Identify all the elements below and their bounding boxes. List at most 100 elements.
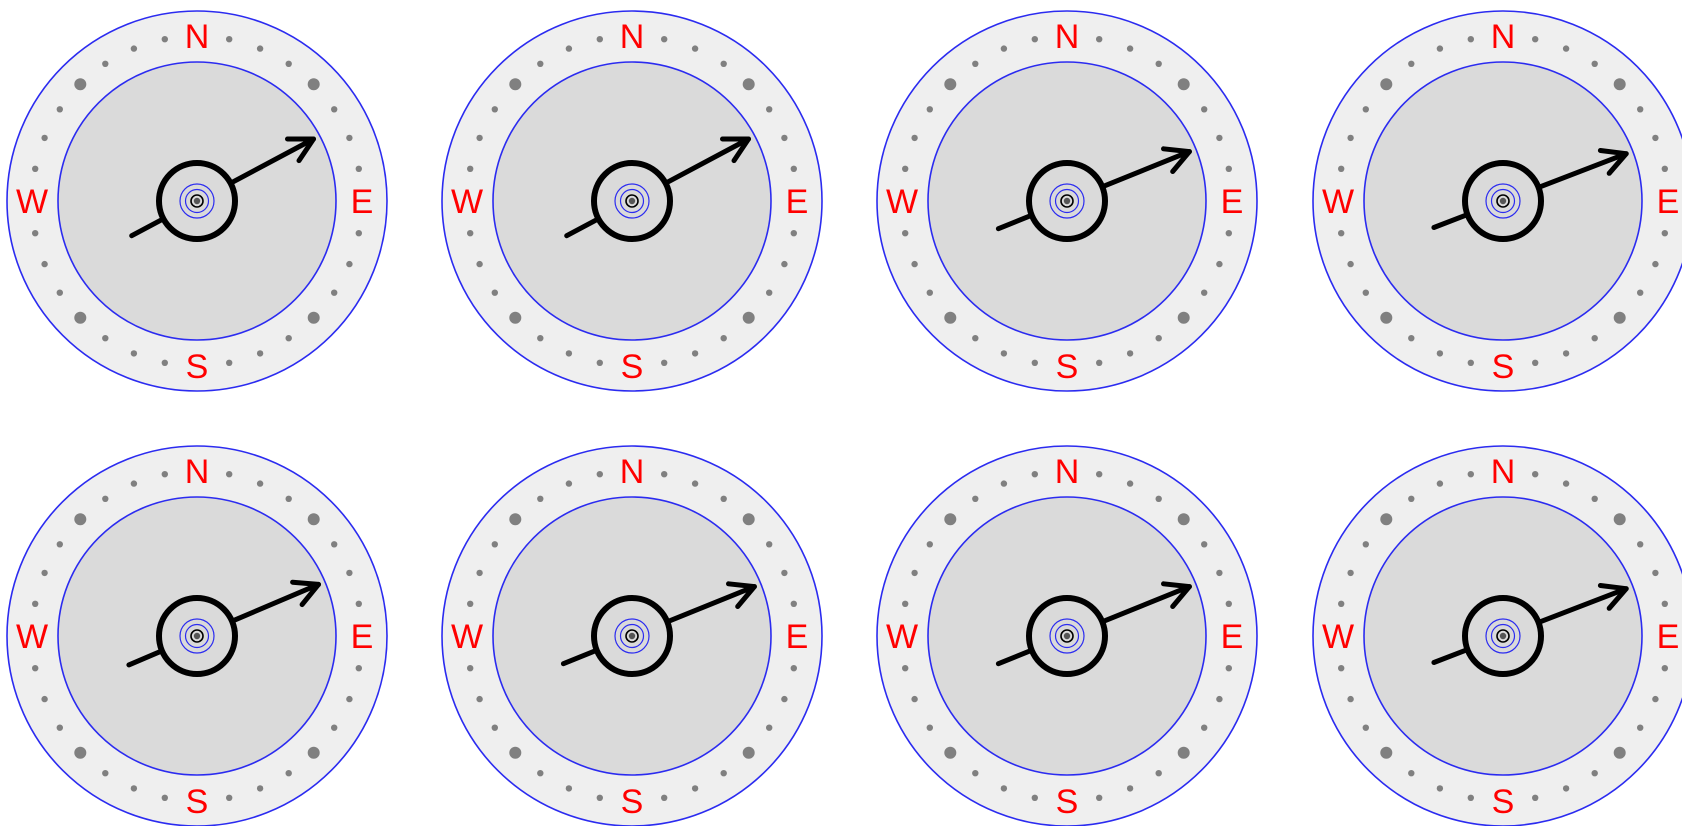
tick-dot: [1126, 350, 1134, 357]
cardinal-label-west: W: [1322, 618, 1354, 656]
tick-dot: [256, 45, 264, 52]
needle-tail: [995, 647, 1035, 667]
intercardinal-tick-dot: [509, 746, 522, 759]
tick-dot: [285, 495, 292, 502]
tick-dot: [926, 289, 933, 296]
tick-dot: [1201, 106, 1208, 113]
intercardinal-tick-dot: [509, 78, 522, 91]
tick-dot: [1000, 785, 1008, 792]
tick-dot: [1362, 106, 1370, 113]
pivot-ring-inner: [1490, 188, 1516, 214]
intercardinal-tick-dot: [1613, 513, 1626, 526]
tick-dot: [467, 600, 474, 607]
tick-dot: [1096, 471, 1103, 478]
tick-dot: [691, 480, 699, 487]
needle-front: [228, 136, 316, 186]
tick-dot: [355, 600, 362, 607]
pivot-ring-outer: [1049, 183, 1085, 219]
tick-dot: [346, 569, 353, 577]
tick-dot: [1467, 471, 1475, 478]
cardinal-label-south: S: [1492, 348, 1515, 386]
cardinal-label-east: E: [351, 183, 374, 221]
tick-dot: [1216, 569, 1223, 577]
cardinal-label-south: S: [621, 783, 644, 821]
tick-dot: [596, 471, 603, 478]
tick-dot: [1201, 724, 1208, 731]
tick-dot: [102, 495, 109, 502]
cardinal-label-south: S: [1056, 783, 1079, 821]
tick-dot: [781, 569, 788, 577]
needle-front: [664, 584, 757, 625]
tick-dot: [1467, 794, 1475, 801]
tick-dot: [1562, 480, 1570, 487]
tick-dot: [1338, 230, 1345, 237]
cardinal-label-east: E: [1657, 183, 1680, 221]
tick-dot: [926, 106, 933, 113]
cardinal-label-north: N: [620, 453, 645, 491]
intercardinal-tick-dot: [74, 746, 87, 759]
tick-dot: [41, 695, 48, 703]
tick-dot: [1532, 471, 1539, 478]
tick-dot: [691, 350, 699, 357]
tick-dot: [1126, 45, 1134, 52]
needle-front: [1536, 151, 1629, 190]
tick-dot: [56, 289, 63, 296]
cardinal-label-east: E: [786, 618, 809, 656]
tick-dot: [766, 106, 773, 113]
tick-dot: [720, 335, 727, 342]
cardinal-label-south: S: [186, 348, 209, 386]
tick-dot: [1652, 569, 1659, 577]
tick-dot: [102, 770, 109, 777]
tick-dot: [926, 541, 933, 548]
tick-dot: [1347, 569, 1354, 577]
tick-dot: [790, 230, 797, 237]
intercardinal-tick-dot: [1613, 78, 1626, 91]
pivot-bearing: [1496, 629, 1510, 643]
needle-tail: [564, 216, 601, 239]
tick-dot: [1096, 359, 1103, 366]
tick-dot: [720, 770, 727, 777]
tick-dot: [661, 794, 668, 801]
tick-dot: [661, 359, 668, 366]
pivot-bearing: [1060, 194, 1074, 208]
needle-tail: [1431, 647, 1470, 665]
tick-dot: [1562, 785, 1570, 792]
tick-dot: [1652, 695, 1659, 703]
pivot-ring-inner: [619, 623, 645, 649]
tick-dot: [565, 350, 573, 357]
tick-dot: [1000, 45, 1008, 52]
cardinal-label-north: N: [185, 18, 210, 56]
tick-dot: [1362, 724, 1370, 731]
tick-dot: [102, 335, 109, 342]
cardinal-label-north: N: [1055, 18, 1080, 56]
pivot-point: [193, 632, 201, 640]
needle-front: [1099, 584, 1192, 625]
pivot-bearing: [190, 629, 204, 643]
tick-dot: [331, 724, 338, 731]
tick-dot: [1637, 106, 1644, 113]
cardinal-label-east: E: [1221, 618, 1244, 656]
tick-dot: [161, 36, 168, 43]
tick-dot: [537, 770, 544, 777]
tick-dot: [661, 36, 668, 43]
tick-dot: [902, 665, 909, 672]
tick-dot: [256, 350, 264, 357]
cardinal-label-east: E: [1221, 183, 1244, 221]
pivot-ring-inner: [1054, 623, 1080, 649]
intercardinal-tick-dot: [307, 513, 320, 526]
tick-dot: [1031, 471, 1039, 478]
needle-arrowhead: [285, 136, 316, 164]
tick-dot: [1126, 480, 1134, 487]
pivot-ring-inner: [184, 623, 210, 649]
tick-dot: [902, 600, 909, 607]
tick-dot: [1532, 36, 1539, 43]
intercardinal-tick-dot: [1177, 78, 1190, 91]
tick-dot: [661, 471, 668, 478]
tick-dot: [902, 165, 909, 172]
tick-dot: [1216, 260, 1223, 268]
pivot-ring-outer: [1049, 618, 1085, 654]
tick-dot: [130, 350, 138, 357]
intercardinal-tick-dot: [1613, 311, 1626, 324]
